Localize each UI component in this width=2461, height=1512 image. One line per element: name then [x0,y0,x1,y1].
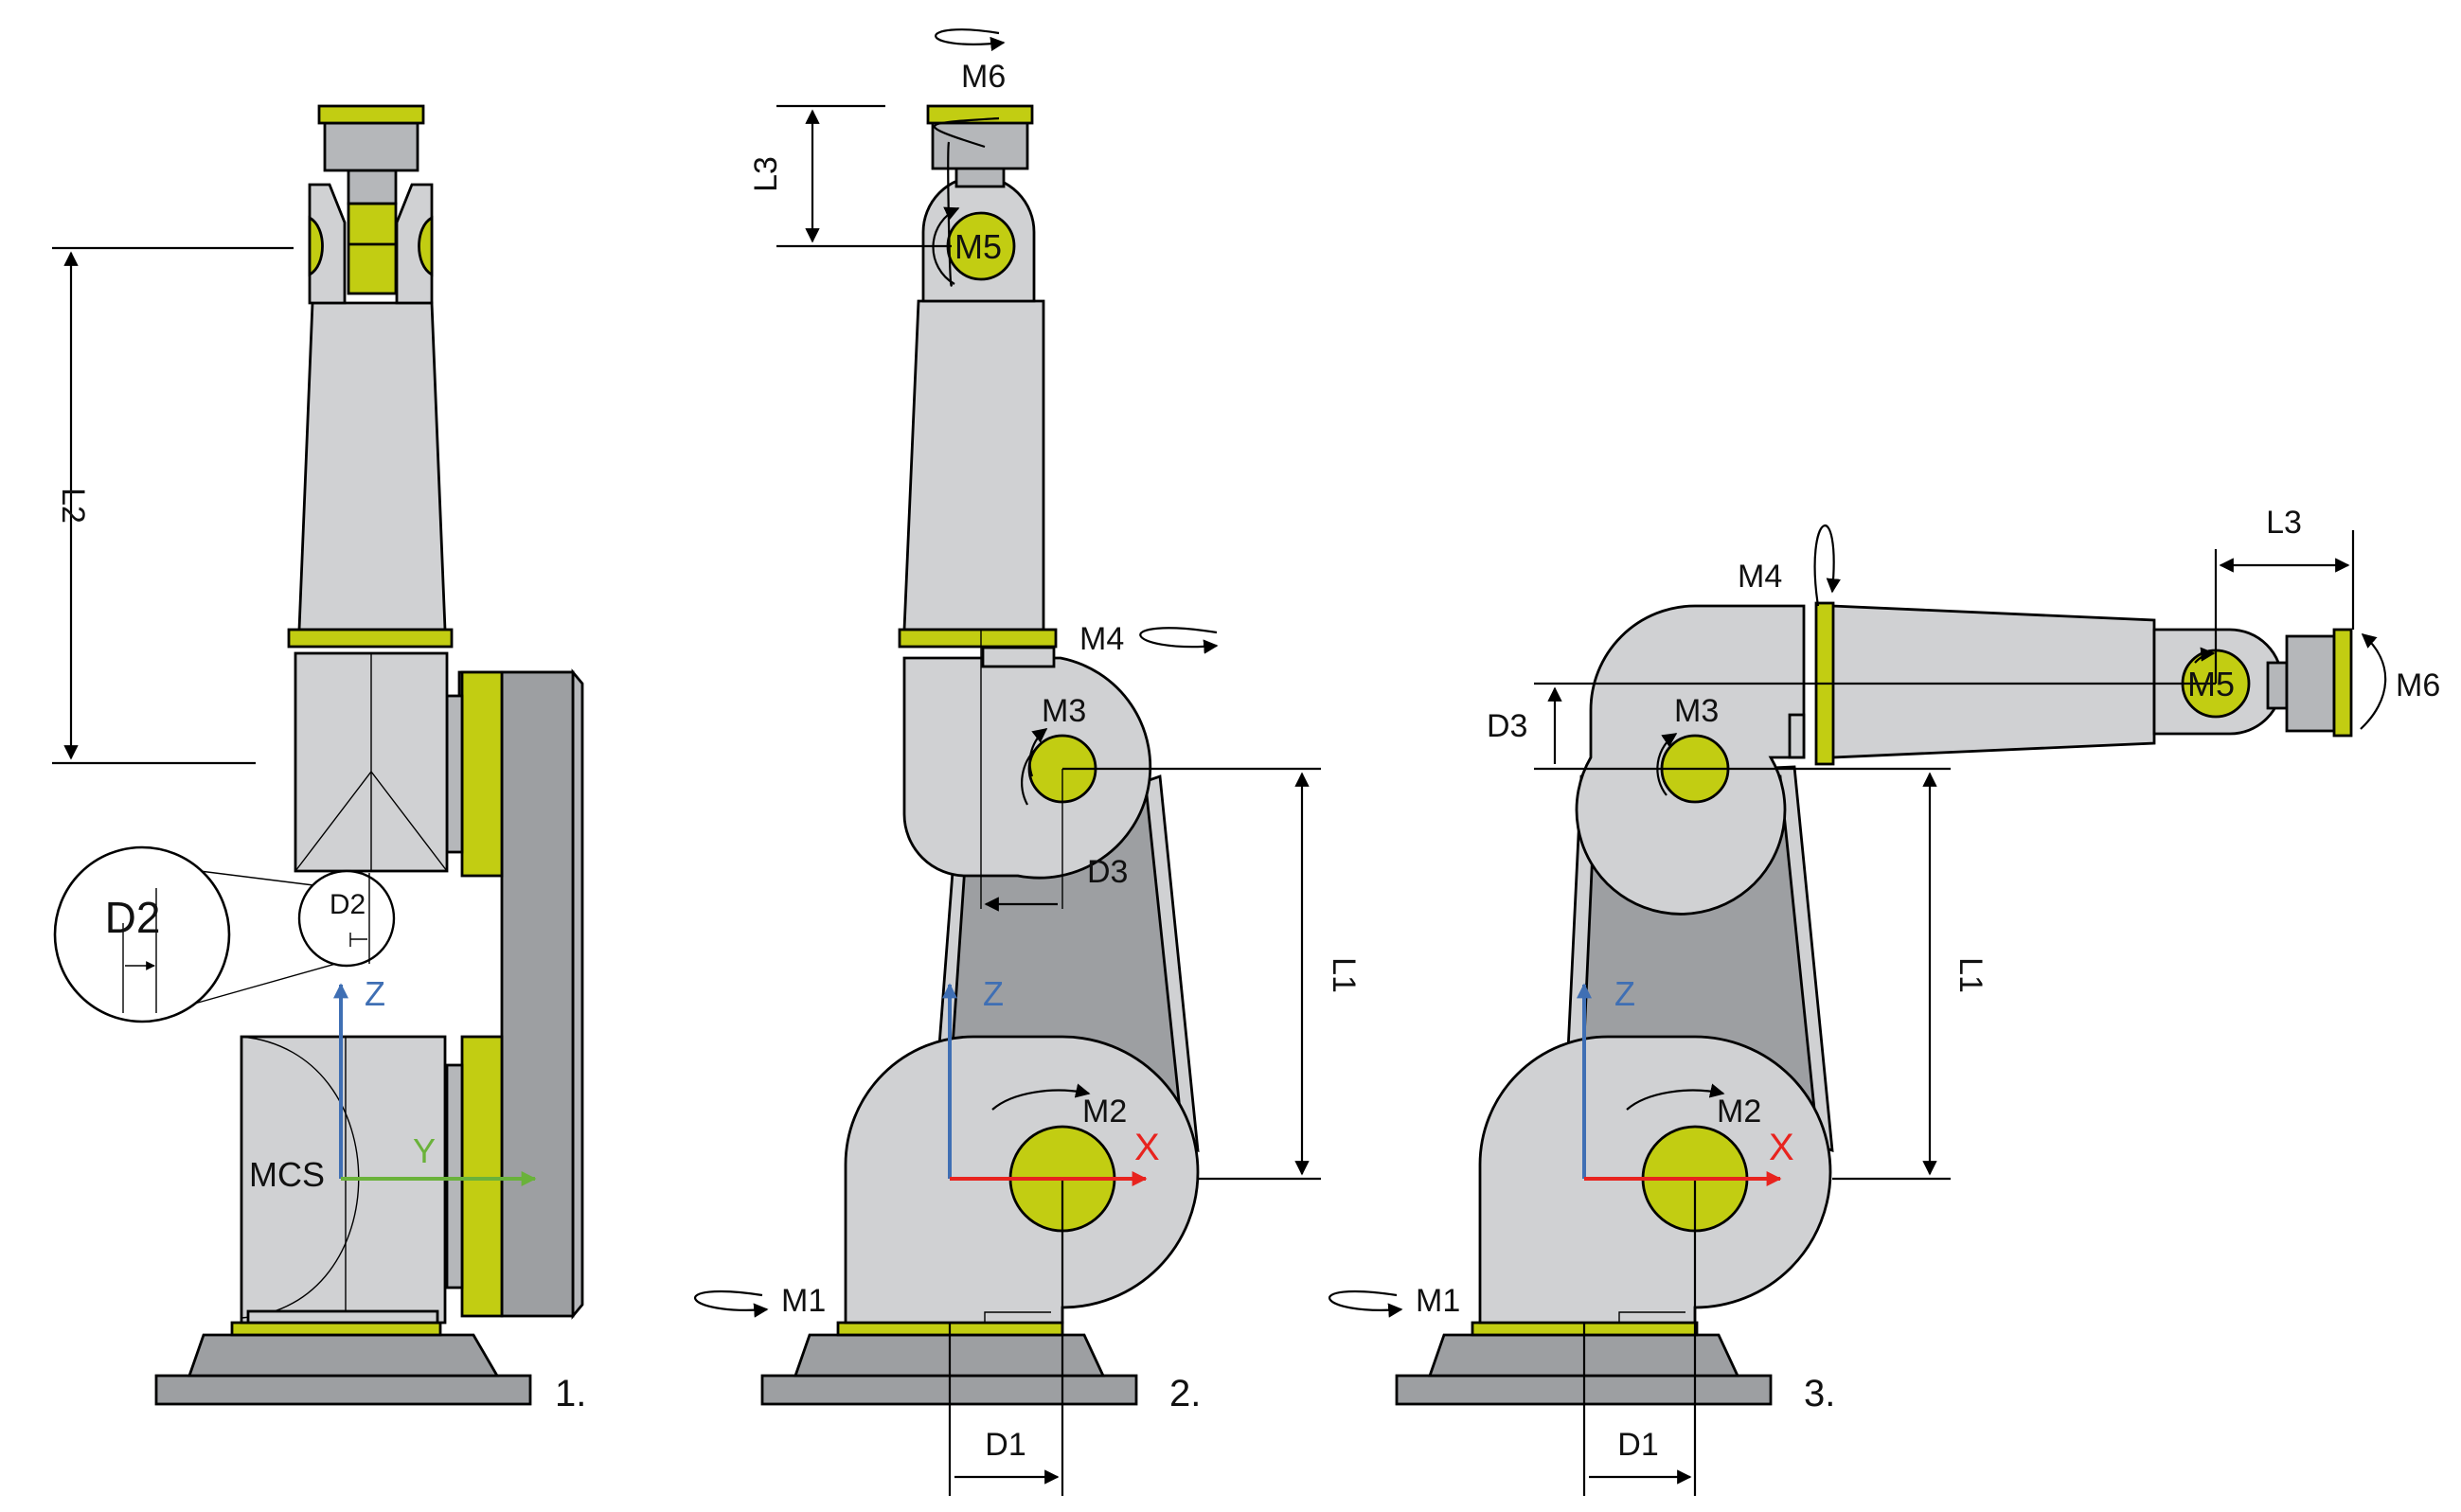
v3-dim-D3: D3 [1487,682,2216,771]
v1-label-MCS: MCS [249,1155,325,1194]
v2-label-L3: L3 [748,156,784,192]
v3-label-Z: Z [1614,974,1635,1013]
v2-view-number: 2. [1169,1373,1201,1414]
v1-shoulder [294,651,449,873]
v3-label-L1: L1 [1953,957,1988,993]
v3-dim-L3: L3 [2214,505,2355,684]
v3-forearm [1814,601,2156,766]
v2-label-M5: M5 [954,227,1002,266]
v1-view-number: 1. [555,1373,586,1414]
v3-dim-L1: L1 [1695,767,1988,1181]
v2-label-D1: D1 [985,1427,1025,1463]
v1-label-L2: L2 [55,488,91,524]
v3-label-D3: D3 [1487,708,1527,744]
v2-axes: Z X [942,974,1160,1186]
v2-label-L1: L1 [1326,957,1362,993]
v3-label-X: X [1769,1127,1794,1168]
v3-label-L3: L3 [2266,505,2302,541]
v2-rotation-arrows [694,28,1219,1318]
v1-D2-callout: D2 D2 [53,845,396,1023]
v2-dim-D3: D3 [980,630,1128,912]
v2-upper-arm [898,299,1058,668]
v2-dim-L3: L3 [748,104,952,248]
v2-dim-L1: L1 [1062,767,1362,1181]
v3-label-M1: M1 [1416,1283,1460,1319]
v3-label-M3: M3 [1674,693,1719,729]
v1-label-D2: D2 [330,889,366,920]
v1-wrist [308,104,434,305]
v2-label-M6: M6 [961,59,1006,95]
v1-side-column [445,668,584,1320]
v3-wrist [2152,628,2353,738]
v2-label-Z: Z [983,974,1004,1013]
v2-label-M3: M3 [1042,693,1086,729]
v1-label-Y: Y [413,1131,436,1170]
v3-label-M2: M2 [1717,1094,1761,1130]
v1-dim-L2: L2 [52,246,294,765]
v3-rotation-arrows [1329,525,2387,1318]
v2-dim-D1: D1 [948,1179,1064,1496]
v2-label-M4: M4 [1079,621,1124,657]
v2-label-M2: M2 [1082,1094,1127,1130]
v2-label-D3: D3 [1087,854,1128,890]
v3-label-M5: M5 [2187,665,2235,703]
v1-mcs-axes: Z Y MCS [249,974,537,1194]
view-1: L2 D2 D2 Z Y MCS 1. [52,104,586,1414]
v2-label-X: X [1134,1127,1160,1168]
v1-label-D2-zoom: D2 [105,893,161,942]
view-3: D3 L3 L1 D1 Z X M4 [1329,505,2440,1496]
v3-label-D1: D1 [1617,1427,1658,1463]
v1-base [154,1321,532,1406]
v3-label-M6: M6 [2396,667,2440,703]
v3-dim-D1: D1 [1582,1179,1697,1496]
v3-label-M4: M4 [1738,559,1782,595]
v3-axes: Z X [1577,974,1794,1186]
v3-view-number: 3. [1804,1373,1835,1414]
v2-label-M1: M1 [781,1283,826,1319]
view-2: L3 L1 D3 D1 Z X M6 [694,28,1362,1496]
v1-label-Z: Z [365,974,385,1013]
v1-upper-arm [287,301,454,649]
